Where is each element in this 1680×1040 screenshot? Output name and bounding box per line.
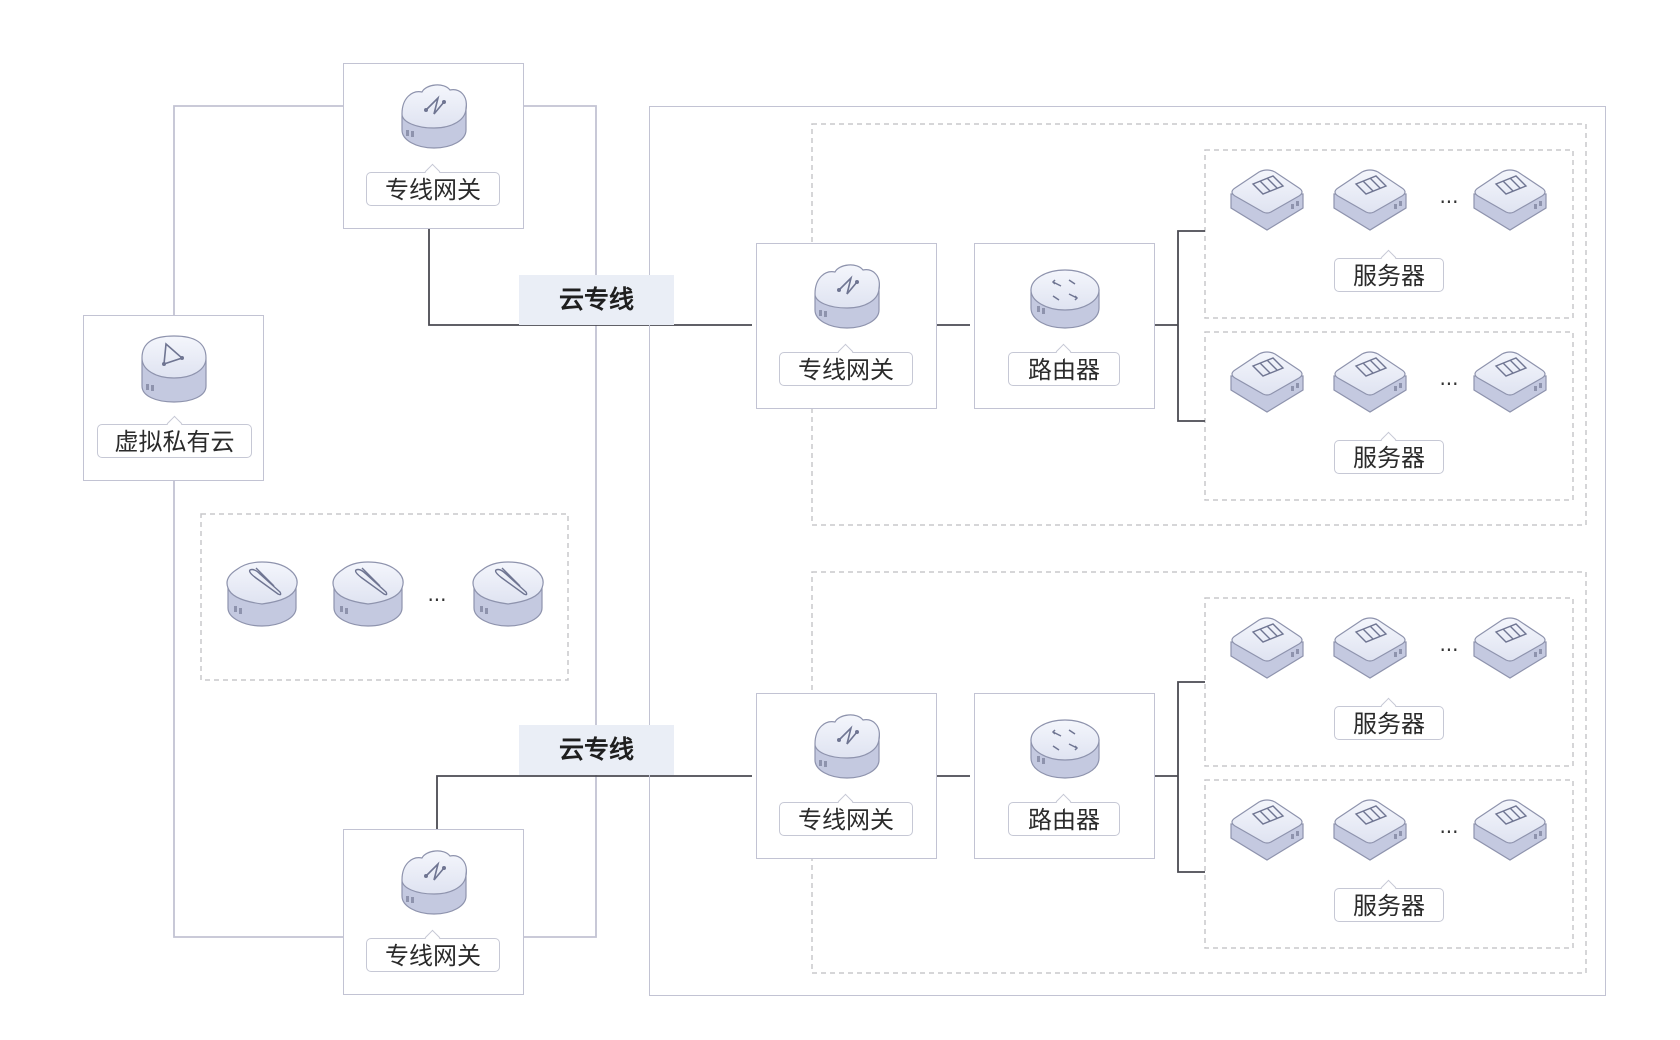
- dedicated-gateway-icon: [814, 714, 880, 779]
- data-center-frame: [649, 106, 1606, 996]
- vpc-card: 虚拟私有云: [83, 315, 264, 481]
- server-icon: [1230, 617, 1304, 679]
- server-group-frame-1: [1204, 149, 1574, 319]
- server-icon: [1333, 351, 1407, 413]
- server-icon: [1473, 799, 1547, 861]
- loop-line-right: [523, 105, 597, 938]
- server-ellipsis: ...: [1439, 814, 1459, 838]
- gateway-top-card: 专线网关: [343, 63, 524, 229]
- dedicated-gateway-icon: [814, 264, 880, 329]
- cloud-line-tag-1: 云专线: [519, 275, 674, 325]
- server-icon: [1473, 169, 1547, 231]
- server-icon: [1333, 169, 1407, 231]
- loop-line-top-left: [173, 105, 345, 315]
- server-icon: [1473, 617, 1547, 679]
- storage-ellipsis: ...: [427, 582, 447, 606]
- dedicated-gateway-icon: [401, 850, 467, 915]
- server-ellipsis: ...: [1439, 632, 1459, 656]
- site-2-gateway-label: 专线网关: [779, 802, 913, 836]
- site-1-router-label: 路由器: [1008, 352, 1120, 386]
- server-group-1: ... 服务器: [1205, 150, 1573, 318]
- server-ellipsis: ...: [1439, 366, 1459, 390]
- server-group-2: ... 服务器: [1205, 332, 1573, 500]
- server-group-2-label: 服务器: [1334, 440, 1444, 474]
- server-icon: [1473, 351, 1547, 413]
- server-group-1-label: 服务器: [1334, 258, 1444, 292]
- server-ellipsis: ...: [1439, 184, 1459, 208]
- site-1-router-card: 路由器: [974, 243, 1155, 409]
- server-group-frame-3: [1204, 597, 1574, 767]
- site-2-frame: [811, 571, 1587, 974]
- server-icon: [1230, 169, 1304, 231]
- server-group-3: ... 服务器: [1205, 598, 1573, 766]
- cloud-line-2: [436, 775, 752, 829]
- server-icon: [1333, 617, 1407, 679]
- dedicated-gateway-icon: [401, 84, 467, 149]
- site-2-gateway-card: 专线网关: [756, 693, 937, 859]
- server-icon: [1230, 351, 1304, 413]
- loop-line-bottom-left: [173, 481, 345, 938]
- cloud-line-tag-2: 云专线: [519, 725, 674, 775]
- server-group-4-label: 服务器: [1334, 888, 1444, 922]
- server-group-frame-2: [1204, 331, 1574, 501]
- server-group-3-label: 服务器: [1334, 706, 1444, 740]
- server-group-frame-4: [1204, 779, 1574, 949]
- site-2-router-label: 路由器: [1008, 802, 1120, 836]
- server-group-4: ... 服务器: [1205, 780, 1573, 948]
- router-icon: [1030, 269, 1100, 329]
- cloud-line-1: [428, 229, 752, 326]
- gateway-bottom-label: 专线网关: [366, 938, 500, 972]
- storage-icon: [332, 561, 404, 627]
- server-icon: [1230, 799, 1304, 861]
- storage-icon: [472, 561, 544, 627]
- site-1-frame: [811, 123, 1587, 526]
- gateway-top-label: 专线网关: [366, 172, 500, 206]
- site-1-gateway-card: 专线网关: [756, 243, 937, 409]
- storage-group-frame: [200, 513, 569, 681]
- vpc-label: 虚拟私有云: [97, 424, 252, 458]
- vpc-icon: [141, 335, 207, 403]
- site-2-router-card: 路由器: [974, 693, 1155, 859]
- site-1-gateway-label: 专线网关: [779, 352, 913, 386]
- router-icon: [1030, 719, 1100, 779]
- gateway-bottom-card: 专线网关: [343, 829, 524, 995]
- server-icon: [1333, 799, 1407, 861]
- storage-icon: [226, 561, 298, 627]
